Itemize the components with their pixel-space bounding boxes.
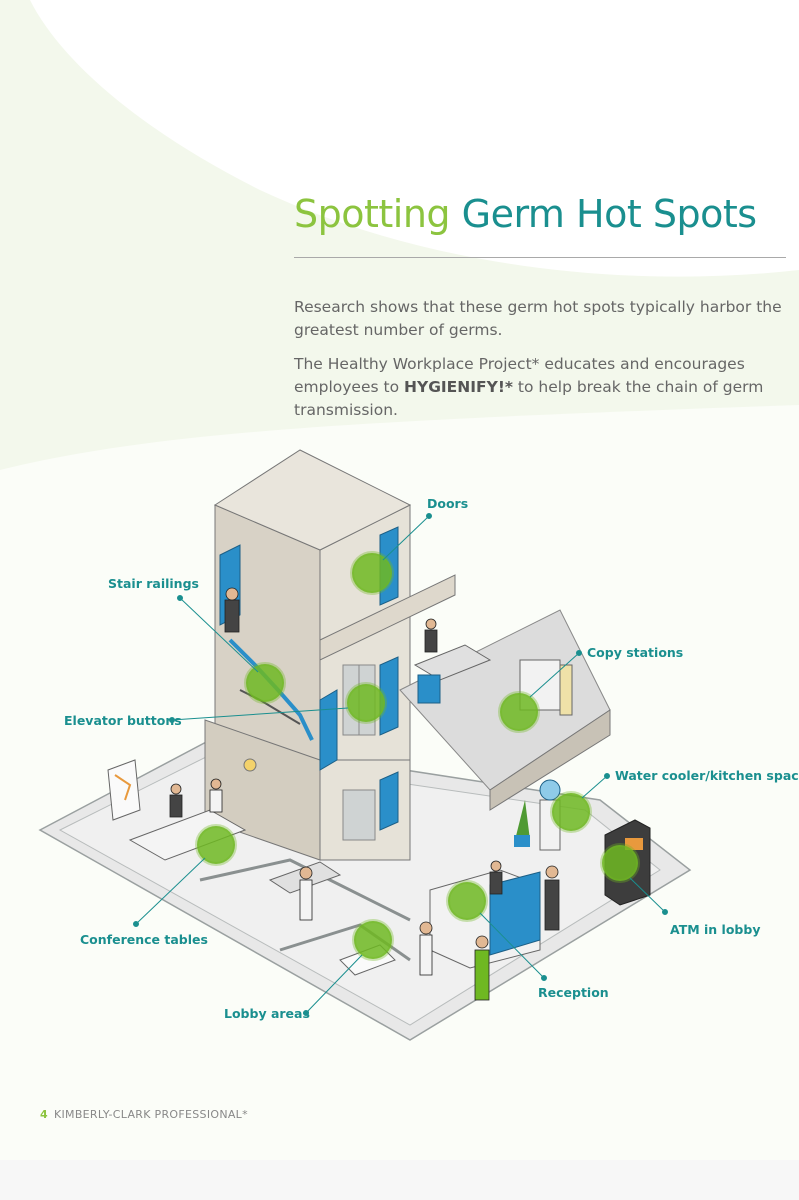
label-elevator-buttons: Elevator buttons: [64, 713, 182, 728]
hotspot-stair-railings: [244, 662, 286, 704]
hotspot-reception: [446, 880, 488, 922]
label-water-cooler: Water cooler/kitchen space: [615, 768, 799, 783]
footer-brand: KIMBERLY-CLARK PROFESSIONAL*: [53, 1108, 248, 1121]
intro-text: Research shows that these germ hot spots…: [294, 296, 784, 433]
page-number: 4: [40, 1108, 48, 1121]
hotspot-water-cooler: [550, 791, 592, 833]
page-title: Spotting Germ Hot Spots: [294, 192, 799, 236]
office-illustration: [38, 449, 692, 1041]
label-copy-stations: Copy stations: [587, 645, 684, 660]
hotspot-lobby-areas: [352, 919, 394, 961]
page-footer: 4 KIMBERLY-CLARK PROFESSIONAL*: [40, 1108, 248, 1121]
title-divider: [294, 257, 786, 258]
bottom-margin: [0, 1160, 799, 1200]
hotspot-conference-tables: [195, 824, 237, 866]
label-reception: Reception: [538, 985, 609, 1000]
hotspot-elevator-buttons: [345, 682, 387, 724]
building-tower-roof: [213, 449, 412, 551]
label-doors: Doors: [427, 496, 469, 511]
hotspot-copy-stations: [498, 691, 540, 733]
intro-paragraph-1: Research shows that these germ hot spots…: [294, 298, 782, 339]
intro-p2-end: to help break the chain of germ transmis…: [294, 378, 764, 419]
hygienify-emphasis: HYGIENIFY!*: [404, 378, 513, 396]
label-lobby-areas: Lobby areas: [224, 1006, 310, 1021]
intro-p2-start: The Healthy Workplace Project* educates …: [294, 355, 745, 396]
title-part-2: Germ Hot Spots: [461, 192, 757, 236]
hotspot-atm: [600, 843, 640, 883]
title-part-1: Spotting: [294, 192, 451, 236]
label-conference-tables: Conference tables: [80, 932, 208, 947]
label-atm: ATM in lobby: [670, 922, 761, 937]
hotspot-doors: [350, 551, 394, 595]
intro-paragraph-2: The Healthy Workplace Project* educates …: [294, 353, 784, 422]
label-stair-railings: Stair railings: [108, 576, 199, 591]
